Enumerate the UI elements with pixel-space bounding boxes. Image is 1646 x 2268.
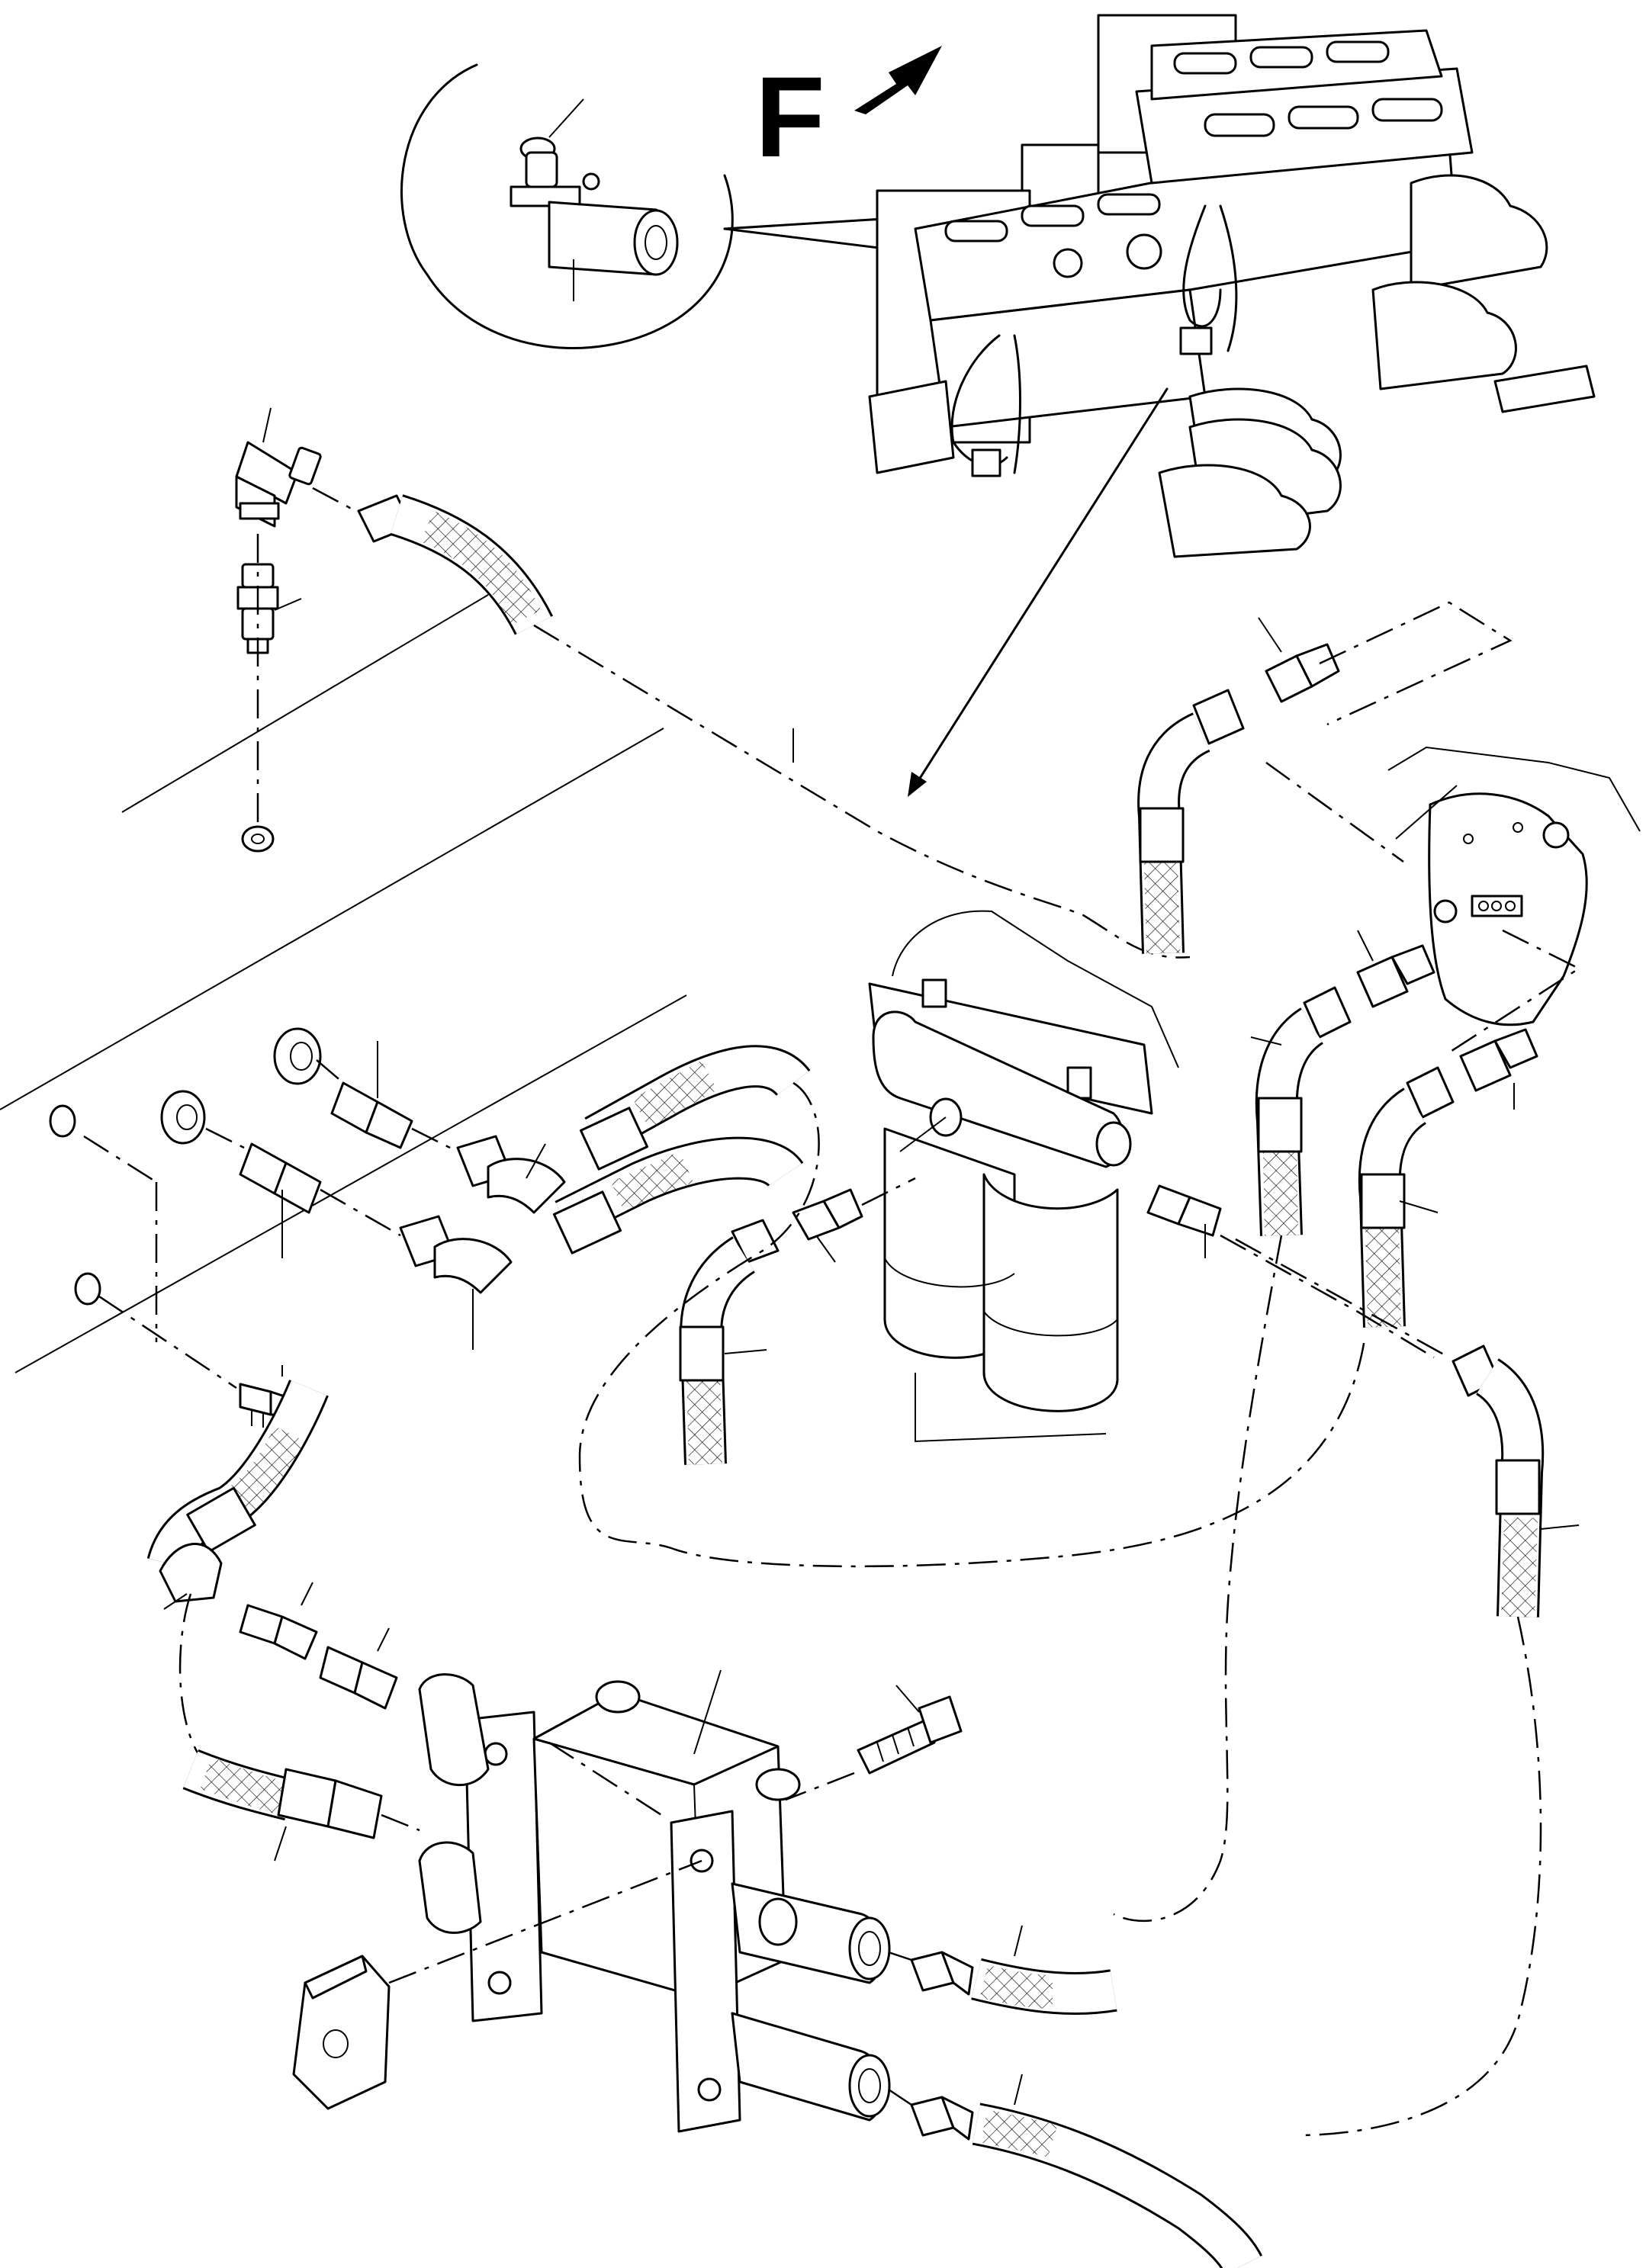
hose-left-pair [552,1045,811,1254]
control-valve-assembly [868,14,1596,558]
hose-route-top [533,624,1191,959]
wiring-harness [950,204,1238,477]
hose-right-1 [1250,986,1352,1236]
direction-arrow-icon [854,46,942,114]
adapter-filter-left [792,1188,863,1263]
seal-ring-1 [49,1104,76,1138]
adapter-filter-right [1146,1184,1222,1258]
adapter-right-2 [1459,1028,1538,1110]
mounting-plate-right [1387,746,1641,1026]
hose-right-2 [1358,1066,1455,1328]
hose-filter-left [679,1219,780,1465]
hose-outlet-lower [910,2074,1263,2268]
elbow-fitting-top [235,407,322,528]
hose-top-right [1137,689,1245,954]
reference-line-1 [0,728,664,1110]
elbow-left-2 [399,1215,513,1350]
adapter-top-right [1258,617,1340,703]
washer-top [241,825,275,853]
washer-left-1 [273,1027,322,1085]
reference-line-2 [14,994,687,1373]
seal-ring-2 [74,1272,101,1306]
filter-assembly [868,910,1179,1443]
adapter-fitting-top [236,563,302,654]
hose-lower-left [146,1380,329,1610]
elbow-left-1 [456,1135,566,1214]
adapter-left-2 [239,1142,322,1258]
hose-lower-cooler-inlet [182,1749,383,1862]
pointer-arrow [908,387,1169,797]
adapter-right-1 [1356,930,1435,1008]
adapter-lower-left-2 [319,1627,398,1710]
bracket-lower-left [292,1955,391,2110]
hose-top-left [121,494,554,813]
adapter-left-1 [330,1041,413,1149]
hose-right-3 [1452,1344,1580,1617]
view-letter: F [755,53,825,181]
valve-sections-right [1158,174,1596,558]
valve-detail-icon [510,98,679,301]
washer-left-2 [160,1090,206,1145]
hose-outlet-upper [910,1925,1117,2016]
valve-spools [944,40,1443,278]
oil-cooler-block [418,1669,891,2133]
mounting-bolt [857,1685,963,1775]
adapter-lower-left-1 [239,1582,318,1660]
